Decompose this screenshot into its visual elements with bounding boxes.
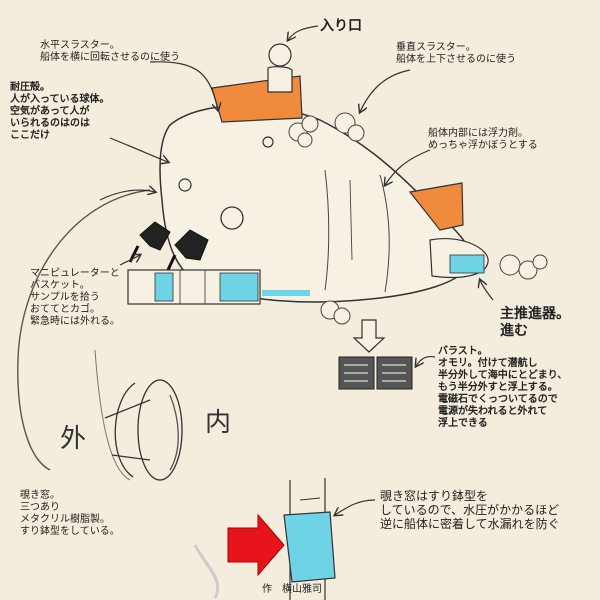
label-line: 垂直スラスター。: [396, 42, 516, 54]
label-line: 船体を上下させるのに使う: [396, 54, 516, 66]
label-line: 三つあり: [20, 502, 120, 514]
label-viewport: 覗き窓。 三つあり メタクリル樹脂製。 すり鉢型をしている。: [20, 490, 120, 538]
label-inside: 内: [205, 402, 231, 439]
label-line: おててとカゴ。: [30, 304, 120, 316]
label-line: オモリ。付けて潜航し: [438, 358, 567, 370]
label-line: めっちゃ浮かぼうとする: [428, 140, 538, 152]
label-line: 浮上できる: [438, 418, 567, 430]
label-line: ここだけ: [10, 130, 110, 142]
label-line: メタクリル樹脂製。: [20, 514, 120, 526]
pointer-vertical-thruster: [360, 70, 410, 112]
label-pressure-hull: 耐圧殻。 人が入っている球体。 空気があって人が いられるのはのは ここだけ: [10, 82, 110, 142]
acrylic-window: [284, 512, 335, 582]
label-line: バスケット。: [30, 280, 120, 292]
label-line: 船体を横に回転させるのに使う: [40, 52, 180, 64]
viewport-closeup: [284, 478, 335, 600]
pointer-entrance: [288, 26, 318, 40]
label-line: 電磁石でくっついてるので: [438, 394, 567, 406]
ballast-weights: [339, 357, 412, 389]
label-vertical-thruster: 垂直スラスター。 船体を上下させるのに使う: [396, 42, 516, 66]
pointer-pressure-hull: [110, 138, 168, 162]
pointer-manipulator: [120, 255, 140, 265]
label-line: 主推進器。: [500, 306, 570, 323]
pointer-horizontal-thruster: [150, 62, 218, 110]
red-arrow: [228, 515, 284, 575]
label-line: 電源が失われると外れて: [438, 406, 567, 418]
pointer-viewport-explain: [335, 500, 375, 515]
label-line: 船体内部には浮力剤。: [428, 128, 538, 140]
ballast-drop-arrow: [354, 320, 384, 352]
label-viewport-explain: 覗き窓はすり鉢型を しているので、水圧がかかるほど 逆に船体に密着して水漏れを防…: [380, 489, 560, 531]
label-line: いられるのはのは: [10, 118, 110, 130]
label-main-propulsion: 主推進器。 進む: [500, 306, 570, 340]
label-line: 半分外して海中にとどまり、: [438, 370, 567, 382]
label-line: すり鉢型をしている。: [20, 526, 120, 538]
thruster-glow: [450, 255, 484, 273]
label-line: 耐圧殻。: [10, 82, 110, 94]
label-line: サンプルを拾う: [30, 292, 120, 304]
label-line: 進む: [500, 323, 570, 340]
label-line: 水平スラスター。: [40, 40, 180, 52]
label-line: 逆に船体に密着して水漏れを防ぐ: [380, 517, 560, 531]
label-line: 緊急時には外れる。: [30, 316, 120, 328]
label-entrance: 入り口: [320, 18, 362, 35]
label-line: 覗き窓はすり鉢型を: [380, 489, 560, 503]
label-line: しているので、水圧がかかるほど: [380, 503, 560, 517]
label-manipulator: マニピュレーターと バスケット。 サンプルを拾う おててとカゴ。 緊急時には外れ…: [30, 268, 120, 328]
label-line: 覗き窓。: [20, 490, 120, 502]
label-buoyancy: 船体内部には浮力剤。 めっちゃ浮かぼうとする: [428, 128, 538, 152]
sketch-scribble: [195, 545, 218, 598]
label-line: もう半分外すと浮上する。: [438, 382, 567, 394]
pointer-main-propulsion: [480, 280, 493, 300]
label-line: マニピュレーターと: [30, 268, 120, 280]
pilot-figure: [268, 44, 292, 92]
label-line: 人が入っている球体。: [10, 94, 110, 106]
credit: 作 横山雅司: [262, 584, 322, 596]
pointer-ballast: [416, 357, 435, 366]
label-line: バラスト。: [438, 346, 567, 358]
label-horizontal-thruster: 水平スラスター。 船体を横に回転させるのに使う: [40, 40, 180, 64]
label-line: 空気があって人が: [10, 106, 110, 118]
label-outside: 外: [60, 418, 86, 455]
label-ballast: バラスト。 オモリ。付けて潜航し 半分外して海中にとどまり、 もう半分外すと浮上…: [438, 346, 567, 430]
